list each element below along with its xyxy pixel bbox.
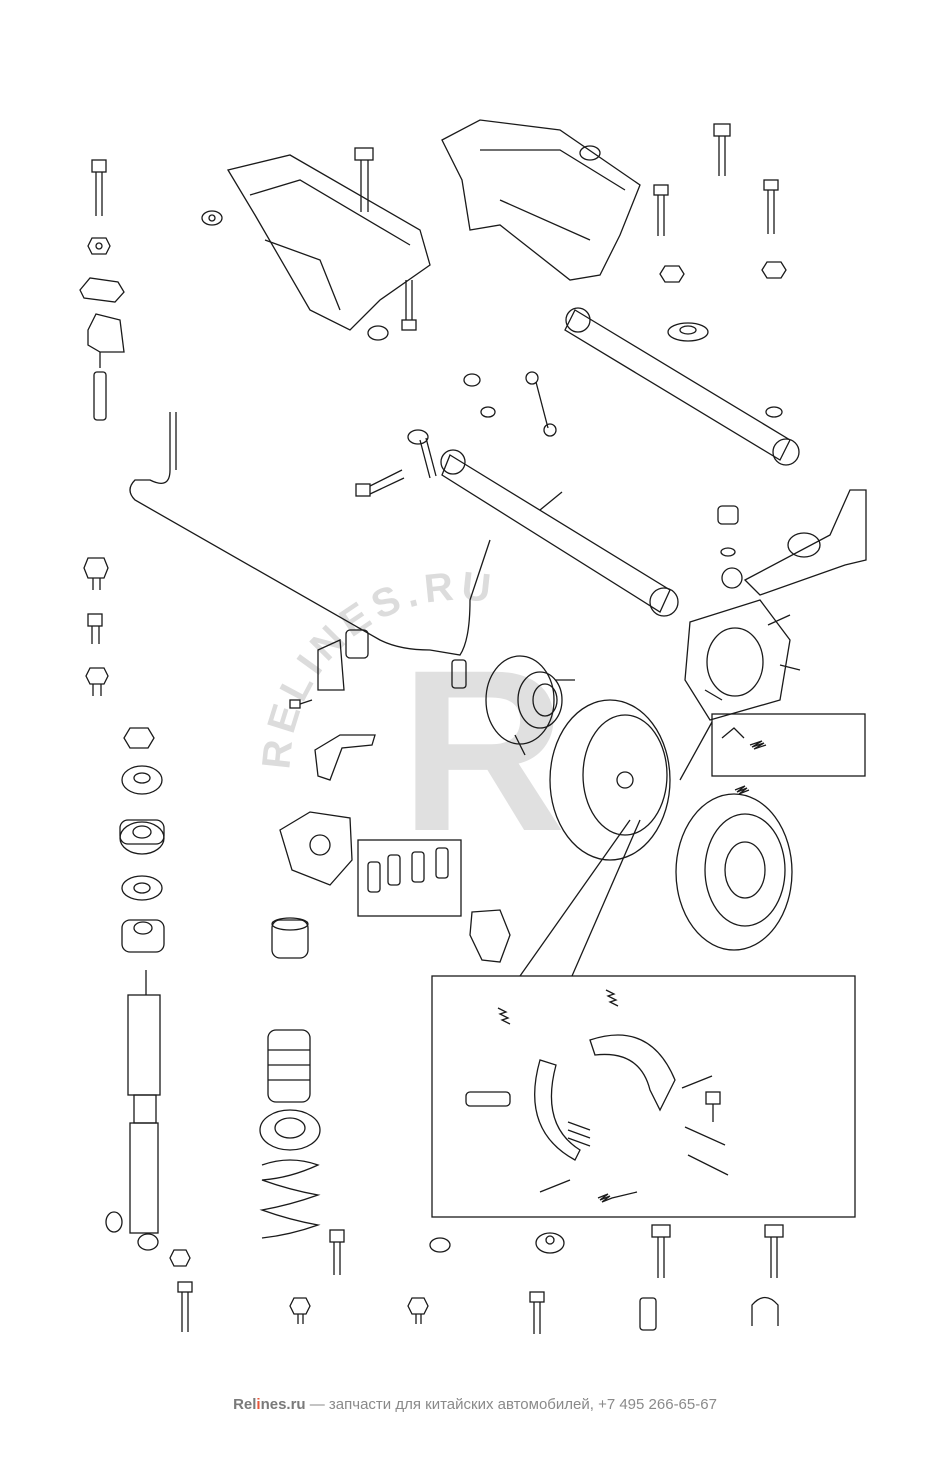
brake-caliper [279,811,353,886]
stabilizer-clamp [317,639,345,691]
brand-link[interactable]: Relines.ru [233,1396,306,1413]
stabilizer-bar [129,412,491,656]
pin [639,1297,657,1331]
hub-mounting-plate [684,599,801,721]
bolt [355,469,405,497]
bracket-lower [87,313,125,368]
clip [751,1296,779,1326]
brake-disc [675,793,793,951]
bolt [764,1224,784,1278]
washer [480,406,496,418]
mount-bushing [119,819,165,855]
watermark-letter: R [400,622,566,879]
gasket [469,909,511,963]
bolt [713,123,731,176]
pin [93,371,107,421]
bushing [717,505,739,525]
brand-text-suffix: nes.ru [260,1396,306,1413]
watermark: RELINES.RU R [254,564,566,879]
bolt [83,557,109,590]
spring-seat [121,765,163,795]
inset-box-parking-brake [431,819,856,1218]
stabilizer-bushing [345,629,369,659]
nut [463,373,481,387]
bolt [289,699,313,709]
rear-suspension-parts-diagram: RELINES.RU R [79,119,867,1334]
inset-box-brake-pads [357,839,462,917]
lower-control-arm [440,449,679,617]
bolt [169,1249,191,1267]
footer: Relines.ru — запчасти для китайских авто… [0,1396,950,1413]
bracket [79,277,125,303]
nut [659,265,685,283]
nut [87,237,111,255]
nut [429,1237,451,1253]
bolt [529,1291,545,1334]
bolt [87,613,103,644]
abs-sensor [451,659,467,689]
washer [720,547,736,557]
brand-text: Rel [233,1396,257,1413]
nut [123,727,155,749]
bolt [653,184,669,236]
bolt [651,1224,671,1278]
brake-hose-bracket [314,734,376,781]
nut [367,325,389,341]
bolt [177,1281,193,1332]
shock-absorber [127,970,161,1251]
knuckle-arm [743,489,867,596]
spring-isolator [259,1109,321,1151]
brake-backing-plate [549,699,671,861]
upper-control-arm [564,307,800,466]
bolt [407,429,437,479]
nut [535,1232,565,1254]
nut [579,145,601,161]
subframe-crossmember [226,154,431,331]
bolt [85,667,109,696]
coil-spring [259,1159,321,1239]
nut [201,210,223,226]
bump-stop-cap [271,917,309,959]
bolt [407,1297,429,1324]
nut [761,261,787,279]
bump-stop [267,1029,311,1103]
footer-text: — запчасти для китайских автомобилей, +7… [305,1396,717,1413]
rear-subframe [441,119,641,281]
washer [667,322,709,342]
bolt [289,1297,311,1324]
bolt [401,280,417,331]
bushing [721,567,743,589]
mount-bushing [121,919,165,953]
wheel-hub [485,655,575,756]
inset-box-hold-down [679,713,866,781]
washer [105,1211,123,1233]
bolt [329,1229,345,1275]
bolt [763,179,779,234]
spring [734,785,750,795]
bolt [91,159,107,216]
washer [765,406,783,418]
brand-accent: i [256,1396,261,1413]
stabilizer-link [525,371,557,437]
washer [121,875,163,901]
bolt [354,147,374,212]
